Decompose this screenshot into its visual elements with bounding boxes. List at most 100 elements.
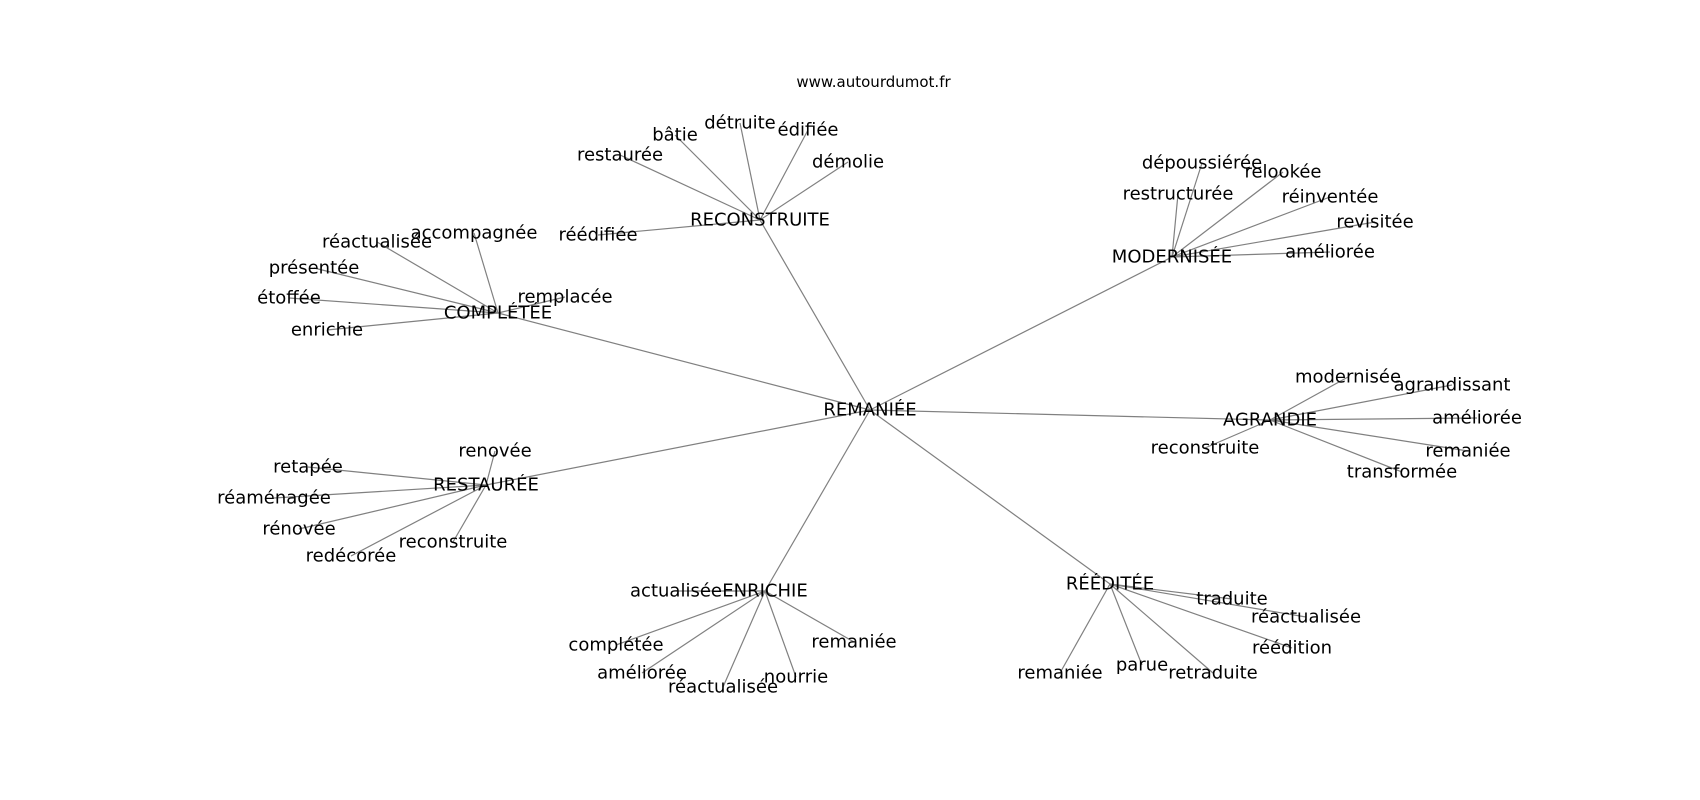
edge-hub-word — [1269, 376, 1349, 421]
leaf-node-label: accompagnée — [411, 223, 538, 244]
edge-hub-word — [497, 296, 566, 314]
leaf-node-label: dépoussiérée — [1142, 153, 1262, 174]
edge-hub-word — [1109, 583, 1293, 649]
edge-hub-word — [722, 590, 766, 688]
leaf-node-label: réactualisée — [1251, 607, 1361, 628]
edge-hub-word — [1171, 196, 1331, 258]
edge-center-hub — [497, 312, 871, 411]
leaf-node-label: améliorée — [1432, 408, 1522, 429]
hub-node-label: COMPLÉTÉE — [444, 302, 552, 324]
leaf-node-label: reconstruite — [399, 532, 508, 553]
leaf-node-label: retapée — [273, 457, 343, 478]
leaf-node-label: nourrie — [764, 667, 828, 688]
leaf-node-label: enrichie — [291, 320, 363, 341]
edge-hub-word — [1171, 162, 1203, 258]
edge-hub-word — [739, 122, 761, 221]
edge-hub-word — [1171, 171, 1284, 258]
leaf-node-label: édifiée — [778, 120, 839, 141]
edge-hub-word — [1269, 417, 1478, 421]
leaf-node-label: retraduite — [1168, 663, 1258, 684]
leaf-node-label: remaniée — [1017, 663, 1102, 684]
edge-hub-word — [1059, 583, 1111, 674]
leaf-node-label: remaniée — [1425, 441, 1510, 462]
leaf-node-label: réinventée — [1282, 187, 1379, 208]
edge-hub-word — [298, 484, 487, 530]
edge-hub-word — [759, 129, 809, 221]
edge-hub-word — [1171, 221, 1376, 258]
edge-hub-word — [764, 590, 855, 643]
hub-node-label: RESTAURÉE — [433, 474, 539, 496]
edge-center-hub — [485, 409, 871, 486]
leaf-node-label: agrandissant — [1394, 375, 1511, 396]
edge-center-hub — [759, 219, 871, 411]
leaf-node-label: revisitée — [1336, 212, 1413, 233]
leaf-node-label: relookée — [1244, 162, 1321, 183]
leaf-node-label: restructurée — [1123, 184, 1234, 205]
hub-node-label: AGRANDIE — [1223, 410, 1317, 431]
edge-hub-word — [1269, 419, 1403, 473]
leaf-node-label: présentée — [269, 258, 360, 279]
edge-hub-word — [473, 232, 499, 314]
source-watermark: www.autourdumot.fr — [796, 73, 951, 91]
leaf-node-label: traduite — [1196, 589, 1267, 610]
leaf-node-label: étoffée — [257, 288, 321, 309]
edge-hub-word — [1269, 419, 1469, 452]
leaf-node-label: réaménagée — [217, 488, 331, 509]
leaf-node-label: détruite — [704, 113, 776, 134]
leaf-node-label: renovée — [458, 441, 531, 462]
leaf-node-label: réédifiée — [558, 225, 637, 246]
edge-hub-word — [764, 590, 797, 678]
edge-hub-word — [307, 466, 487, 486]
edge-hub-word — [1171, 193, 1179, 258]
leaf-node-label: parue — [1116, 655, 1168, 676]
center-node-label: REMANIÉE — [823, 399, 916, 421]
edge-hub-word — [674, 134, 761, 221]
leaf-node-label: réédition — [1252, 638, 1332, 659]
edge-hub-word — [615, 590, 766, 646]
hub-node-label: RECONSTRUITE — [690, 210, 830, 231]
edge-hub-word — [350, 484, 487, 557]
edge-hub-word — [1109, 583, 1233, 600]
leaf-node-label: démolie — [812, 152, 884, 173]
leaf-node-label: restaurée — [577, 145, 663, 166]
leaf-node-label: redécorée — [306, 546, 397, 567]
edge-hub-word — [288, 297, 499, 314]
leaf-node-label: remplacée — [517, 287, 612, 308]
leaf-node-label: complétée — [568, 635, 663, 656]
edge-hub-word — [1171, 251, 1331, 258]
edge-hub-word — [619, 154, 761, 221]
leaf-node-label: améliorée — [597, 663, 687, 684]
edge-hub-word — [326, 312, 499, 331]
edge-center-hub — [869, 409, 1271, 421]
leaf-node-label: modernisée — [1295, 367, 1401, 388]
leaf-node-label: réactualisée — [322, 232, 432, 253]
edge-hub-word — [1109, 583, 1214, 674]
leaf-node-label: rénovée — [262, 519, 335, 540]
edge-center-hub — [764, 409, 871, 592]
edge-center-hub — [869, 409, 1111, 585]
edge-hub-word — [452, 484, 487, 543]
hub-node-label: RÉÉDITÉE — [1066, 573, 1154, 595]
edge-hub-word — [313, 267, 499, 314]
leaf-node-label: remaniée — [811, 632, 896, 653]
edge-center-hub — [869, 256, 1173, 411]
edge-hub-word — [759, 161, 849, 221]
edges — [273, 122, 1478, 688]
leaf-node-label: actualisée — [630, 581, 722, 602]
edge-hub-word — [641, 590, 766, 674]
edge-hub-word — [1204, 419, 1271, 449]
edge-hub-word — [485, 450, 496, 486]
hub-node-label: ENRICHIE — [722, 581, 807, 602]
leaf-node-label: reconstruite — [1151, 438, 1260, 459]
leaf-node-label: réactualisée — [668, 677, 778, 698]
edge-hub-word — [1109, 583, 1143, 666]
edge-hub-word — [376, 241, 499, 314]
edge-hub-word — [273, 484, 487, 499]
leaf-node-label: transformée — [1347, 462, 1457, 483]
edge-hub-word — [597, 219, 761, 236]
leaf-node-label: améliorée — [1285, 242, 1375, 263]
edge-hub-word — [1109, 583, 1307, 618]
leaf-node-label: bâtie — [652, 125, 698, 146]
